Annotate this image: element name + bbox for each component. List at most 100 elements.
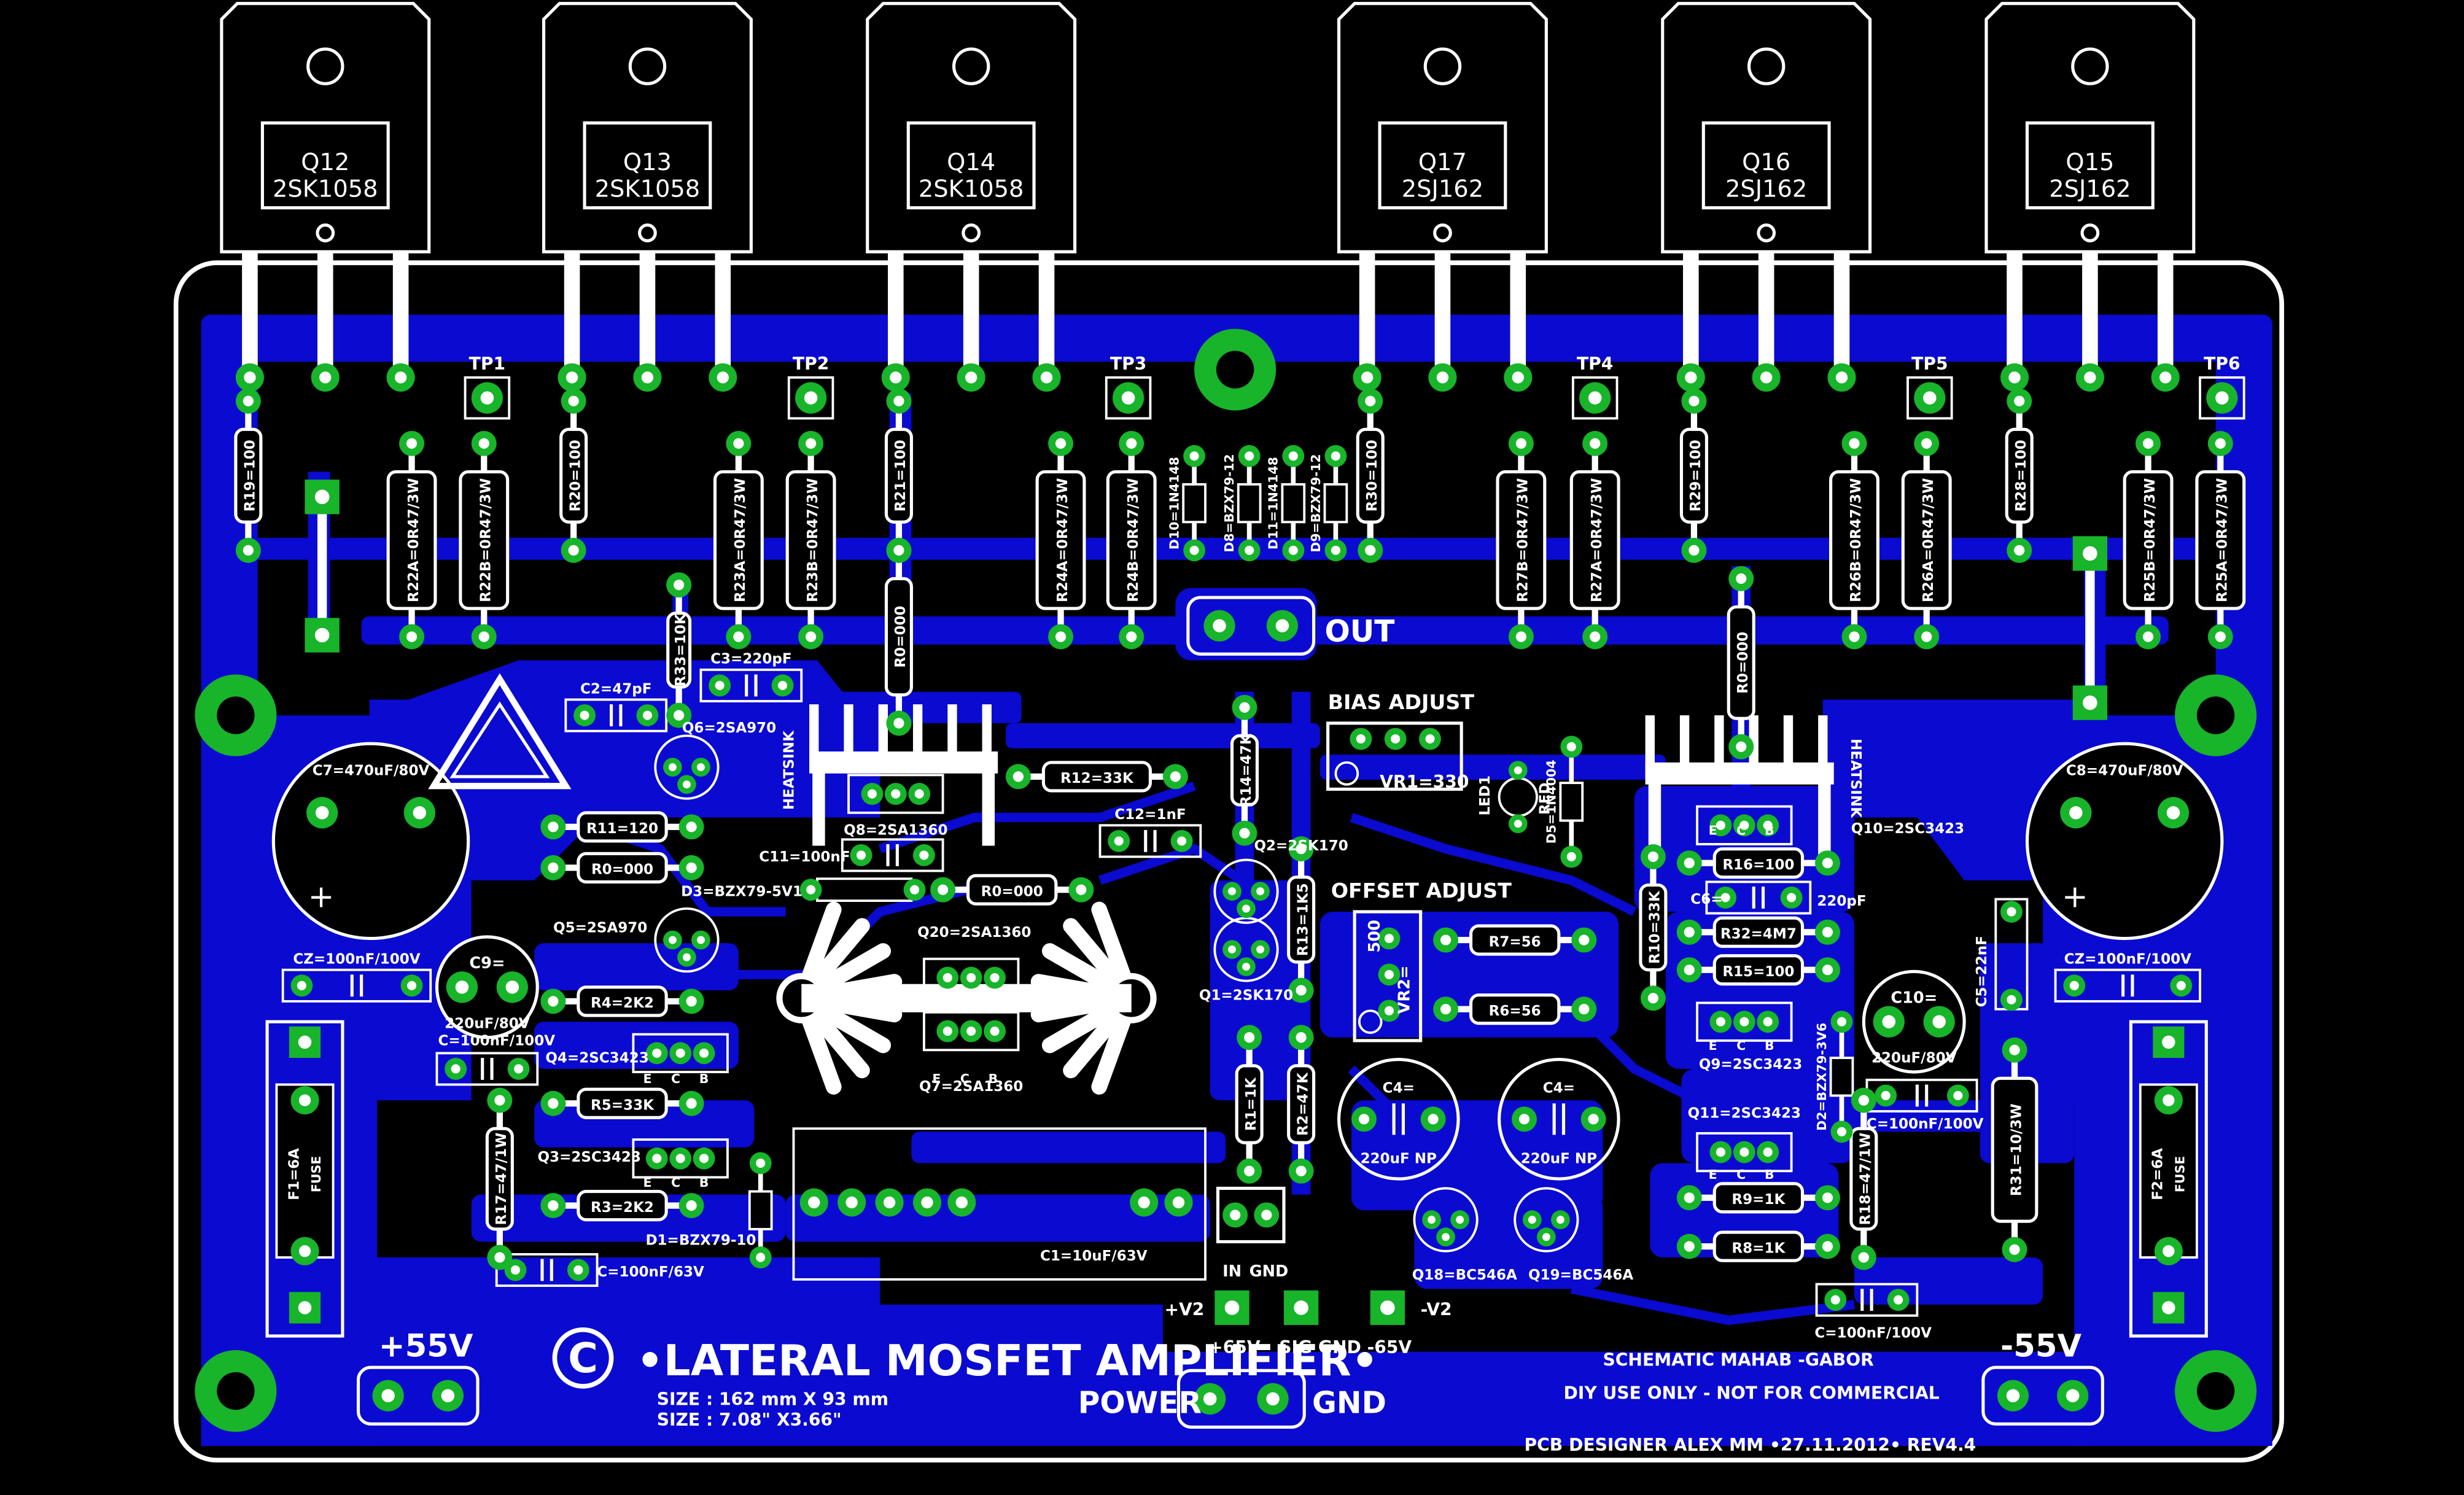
small-transistor-label: Q3=2SC3423: [538, 1149, 641, 1165]
pad-hole: [1684, 1192, 1695, 1203]
mosfet-label-box: [2025, 121, 2155, 209]
resistor-body: [1287, 1064, 1316, 1144]
pad-hole: [675, 1154, 685, 1163]
resistor-label: R24A=0R47/3W: [1055, 478, 1071, 602]
pad-hole: [1365, 395, 1376, 406]
minus-55v-label: -55V: [2000, 1327, 2081, 1364]
mosfet-ref: Q13: [623, 149, 672, 176]
pad-hole: [2069, 980, 2079, 990]
testpoint-frame: [1906, 376, 1953, 420]
resistor-body: [1712, 847, 1805, 879]
pad-hole: [1256, 887, 1265, 896]
to126-outline: [632, 1033, 729, 1073]
resistor-label: R8=1K: [1731, 1240, 1786, 1256]
pad-hole: [1012, 771, 1024, 782]
resistor-body: [966, 874, 1058, 906]
resistor-body: [1469, 993, 1561, 1025]
pad-hole: [1739, 1017, 1749, 1027]
pad-hole: [2215, 438, 2226, 449]
mosfet-leg: [1038, 252, 1055, 378]
pad-hole: [381, 1389, 395, 1403]
c4-outline: [1337, 1058, 1460, 1181]
resistor-label: R7=56: [1489, 934, 1541, 950]
testpoint-frame: [2199, 376, 2245, 420]
pad-hole: [573, 1265, 583, 1275]
pad-hole: [1213, 619, 1226, 632]
resistor-body: [1235, 1064, 1264, 1144]
resistor-body: [577, 852, 668, 883]
pad-hole: [1588, 391, 1602, 405]
capacitor-label: C=100nF/100V: [438, 1033, 555, 1049]
fuse-ref: F2=6A: [2150, 1148, 2166, 1200]
mosfet-body: [1661, 2, 1872, 254]
pad-hole: [1245, 545, 1254, 555]
gnd-label: GND: [1312, 1386, 1386, 1420]
small-transistor-label: Q20=2SA1360: [917, 925, 1031, 941]
pin-label: C: [671, 1071, 680, 1086]
resistor-body: [559, 427, 588, 524]
pin-label: C: [1736, 1038, 1746, 1053]
resistor-label: R15=100: [1722, 964, 1794, 980]
connector-outline: [1186, 596, 1316, 656]
pad-hole: [856, 850, 866, 860]
pad-hole: [1456, 1216, 1464, 1224]
pad-hole: [1684, 965, 1695, 976]
connector-outline: [1176, 1369, 1306, 1429]
mosfet-leg: [888, 252, 904, 378]
vr1-outline: [1326, 721, 1463, 791]
mosfet-leg: [1833, 252, 1850, 378]
pin-label: B: [989, 1071, 998, 1086]
pad-hole: [909, 885, 920, 895]
pad-hole: [1556, 1216, 1564, 1224]
heatsink-leg: [1648, 778, 1661, 857]
heatsink-fin: [809, 704, 819, 767]
d3-body: [815, 877, 913, 903]
to126-outline: [1696, 1132, 1793, 1173]
resistor-body: [785, 470, 836, 610]
electrolytic-outline: [435, 935, 539, 1039]
pad-hole: [1822, 965, 1833, 976]
traces: [564, 781, 1855, 1372]
mosfet-dot: [962, 223, 981, 243]
pad-hole: [674, 580, 685, 591]
pad-hole: [298, 1245, 311, 1257]
pad-hole: [1835, 371, 1848, 384]
vr2-outline: [1353, 910, 1423, 1043]
pin-label: B: [699, 1071, 709, 1086]
pad-hole: [1921, 631, 1932, 642]
pad-hole: [697, 936, 705, 944]
pad-hole: [1138, 1196, 1150, 1209]
diode-body: [1281, 483, 1306, 524]
resistor-label: R32=4M7: [1720, 926, 1797, 942]
pad-hole: [1923, 391, 1937, 405]
pad-hole: [682, 780, 691, 789]
small-transistor-label: Q7=2SA1360: [919, 1079, 1023, 1095]
heatsink-fin: [878, 704, 888, 767]
pad-hole: [1055, 438, 1067, 449]
pad-hole: [1296, 1032, 1307, 1043]
pad-hole: [1126, 631, 1137, 642]
credit-schematic: SCHEMATIC MAHAB -GABOR: [1603, 1350, 1874, 1370]
pad-hole: [686, 1200, 697, 1211]
pad-hole: [1736, 573, 1747, 584]
pad-hole: [1716, 820, 1725, 830]
pad-hole: [406, 631, 418, 642]
pad-hole: [806, 631, 817, 642]
pad-hole: [480, 391, 494, 405]
pad-hole: [2084, 371, 2096, 384]
resistor-label: R0=000: [893, 606, 909, 668]
to92-outline: [1514, 1187, 1579, 1252]
heatsink: [1645, 715, 1834, 857]
pad-hole: [1365, 545, 1376, 556]
mosfet-ref: Q14: [947, 149, 995, 176]
pad-hole: [2014, 395, 2025, 406]
pad-hole: [514, 1064, 524, 1074]
vr1-screw: [1334, 761, 1359, 786]
resistor-body: [234, 427, 263, 524]
capacitor-label: 220pF: [1817, 893, 1866, 909]
resistor-label: R17=47/1W: [494, 1133, 510, 1225]
resistor-body: [1469, 924, 1561, 956]
resistor-label: R16=100: [1722, 857, 1794, 873]
warning-triangle-icon: [428, 673, 572, 790]
